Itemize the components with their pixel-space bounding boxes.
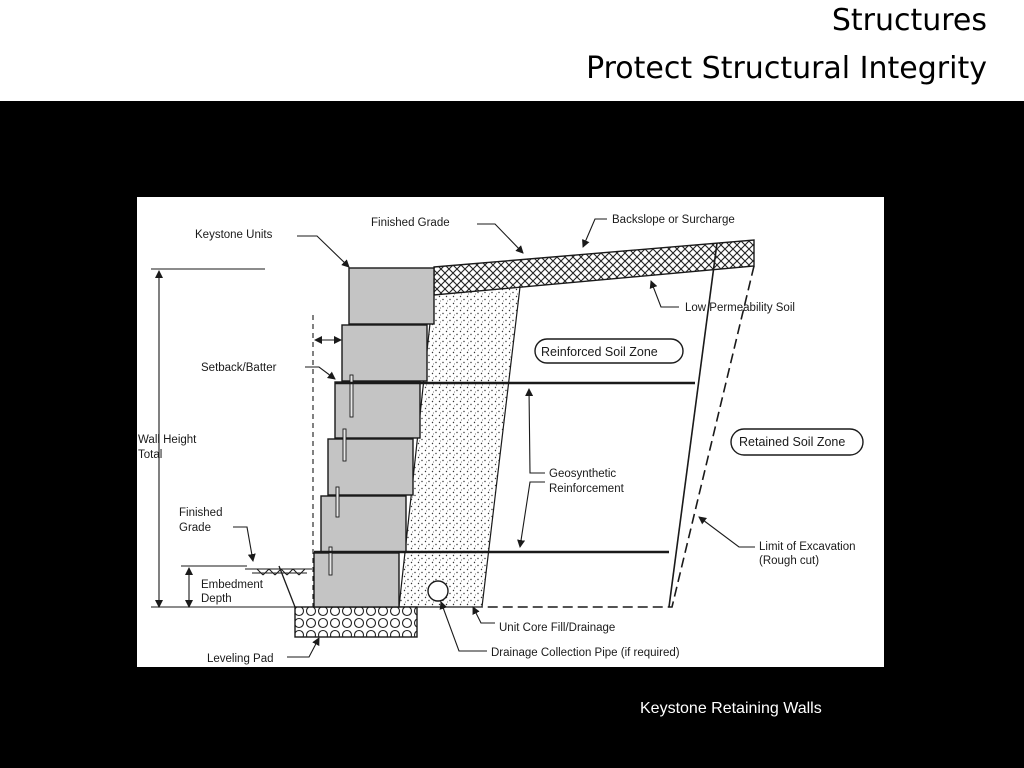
- label-grade-left: Grade: [179, 522, 211, 534]
- label-keystone-units: Keystone Units: [195, 229, 273, 241]
- label-embedment-depth: Depth: [201, 593, 232, 605]
- leader-lines: [233, 218, 755, 658]
- slide-header: Structures Protect Structural Integrity: [0, 0, 1024, 101]
- figure-caption: Keystone Retaining Walls: [640, 700, 822, 717]
- label-geosynthetic: Geosynthetic: [549, 468, 616, 480]
- label-drainage-pipe: Drainage Collection Pipe (if required): [491, 647, 680, 659]
- label-reinforcement: Reinforcement: [549, 483, 625, 495]
- slide-title: Structures: [831, 3, 987, 38]
- toe-soil-hatch: [256, 568, 306, 576]
- label-unit-core-fill: Unit Core Fill/Drainage: [499, 622, 615, 634]
- label-reinforced-zone: Reinforced Soil Zone: [541, 345, 658, 359]
- slide-subtitle: Protect Structural Integrity: [586, 51, 987, 86]
- excavation-toe-line: [278, 565, 296, 608]
- label-limit-excavation: Limit of Excavation: [759, 541, 856, 553]
- retained-zone-oval: [730, 428, 864, 456]
- leveling-pad: [294, 606, 418, 638]
- label-finished-grade-left: Finished: [179, 507, 222, 519]
- reinforced-zone-boundary: [668, 242, 718, 608]
- label-rough-cut: (Rough cut): [759, 555, 819, 567]
- label-finished-grade-top: Finished Grade: [371, 217, 450, 229]
- label-setback-batter: Setback/Batter: [201, 362, 277, 374]
- backslope-crosshatch: [433, 239, 755, 296]
- label-low-permeability: Low Permeability Soil: [685, 302, 795, 314]
- label-leveling-pad: Leveling Pad: [207, 653, 274, 665]
- retaining-wall-diagram: Keystone Units Finished Grade Backslope …: [137, 197, 884, 667]
- label-retained-zone: Retained Soil Zone: [739, 435, 845, 449]
- label-wall-height-total: Total: [138, 449, 162, 461]
- keystone-blocks: [313, 267, 435, 608]
- excavation-limit: [482, 265, 755, 608]
- label-embedment: Embedment: [201, 579, 264, 591]
- label-wall-height: Wall Height: [138, 434, 197, 446]
- drainage-pipe: [427, 580, 449, 602]
- block-pins: [328, 374, 354, 576]
- reinforced-zone-oval: [534, 338, 684, 364]
- label-backslope: Backslope or Surcharge: [612, 214, 735, 226]
